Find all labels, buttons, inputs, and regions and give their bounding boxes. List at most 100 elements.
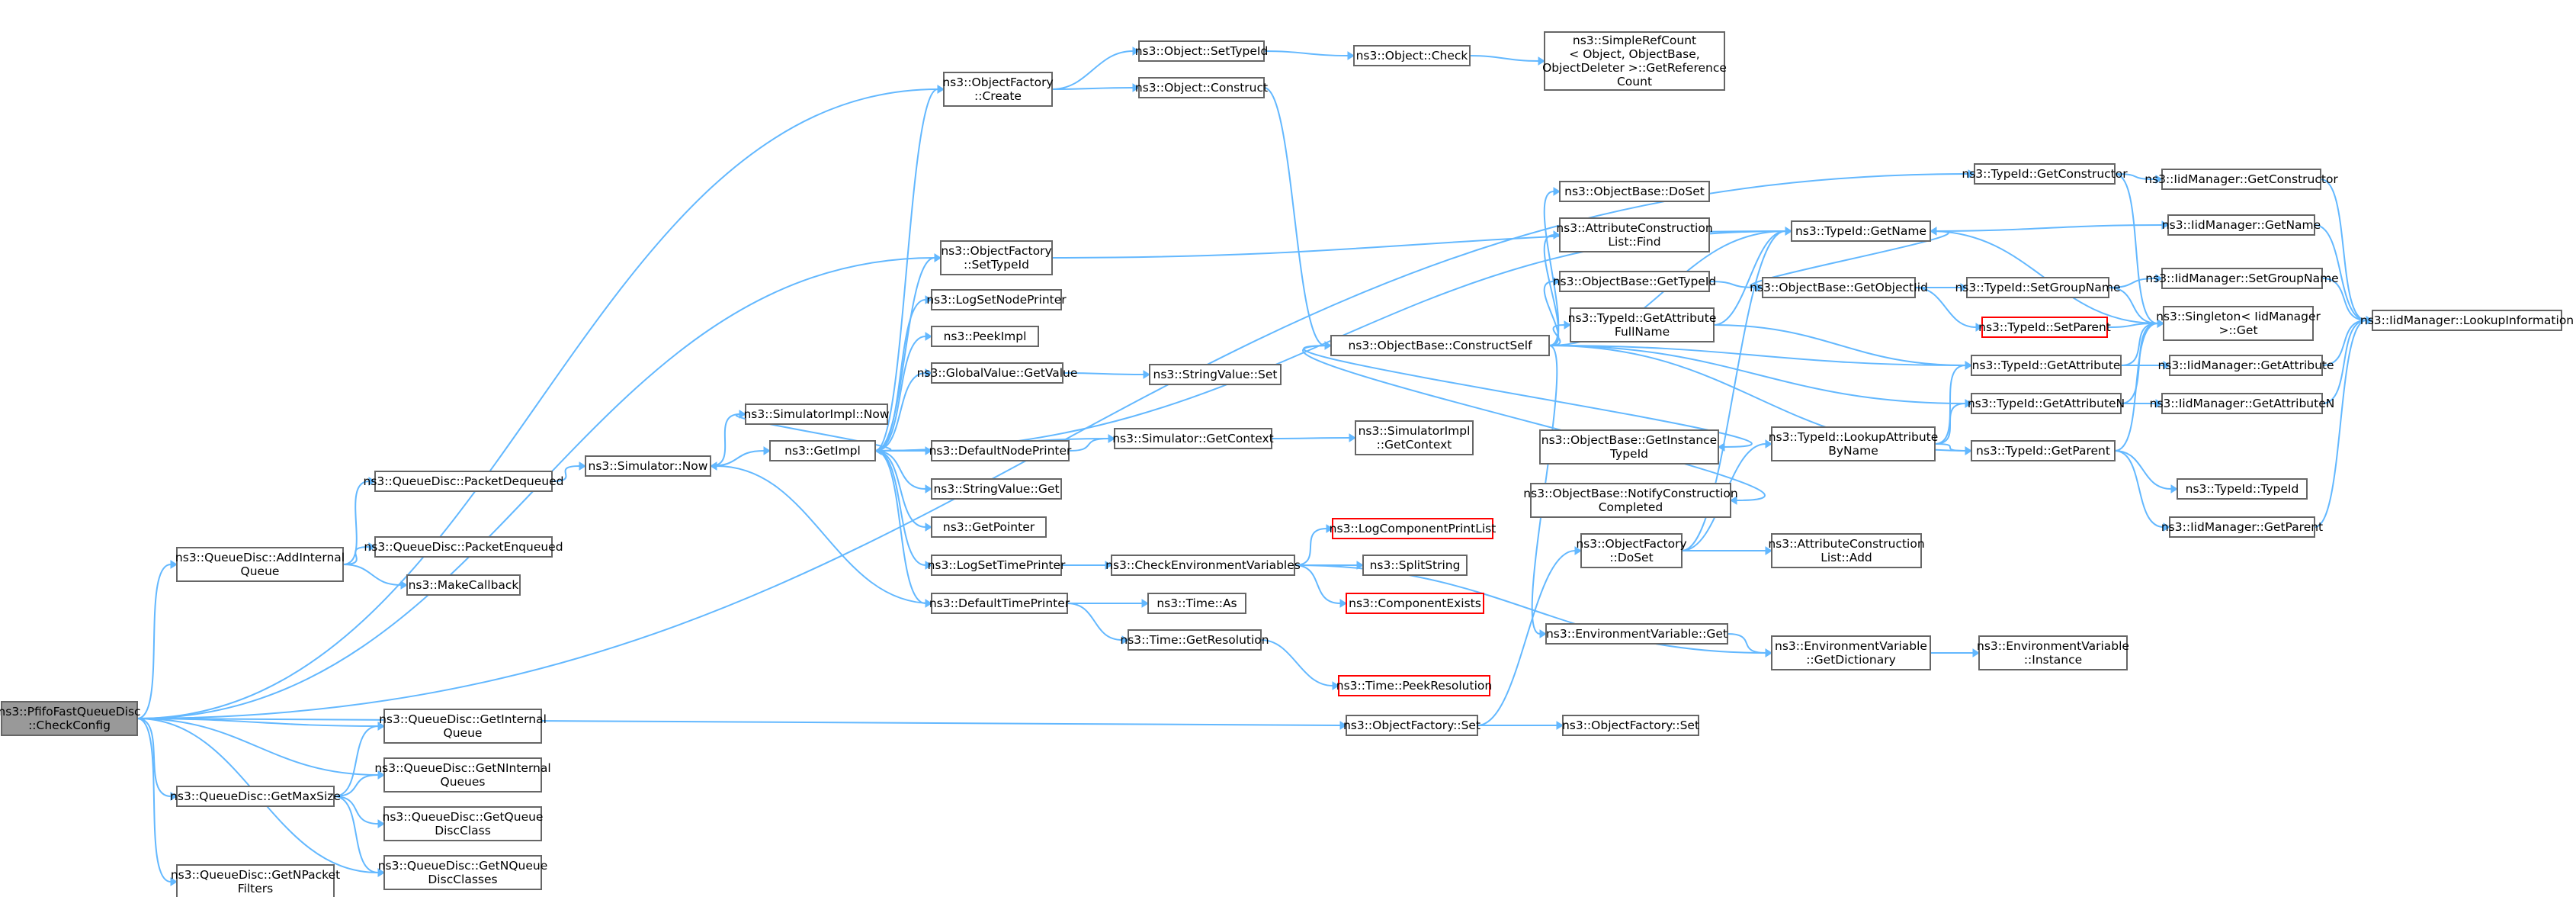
node-ns3-logcomponentprintlist[interactable]: ns3::LogComponentPrintList	[1330, 518, 1497, 539]
node-ns3-iidmanager-getattribute[interactable]: ns3::IidManager::GetAttribute	[2157, 355, 2334, 376]
node-ns3-typeid-setgroupname[interactable]: ns3::TypeId::SetGroupName	[1955, 277, 2121, 298]
node-ns3-objectbase-getobjectiid[interactable]: ns3::ObjectBase::GetObjectIid	[1750, 277, 1928, 298]
node-ns3-peekimpl[interactable]: ns3::PeekImpl	[931, 326, 1039, 347]
node-ns3-objectbase-gettypeid[interactable]: ns3::ObjectBase::GetTypeId	[1553, 271, 1717, 292]
node-ns3-objectfactory-set[interactable]: ns3::ObjectFactory::Set	[1562, 715, 1699, 736]
node-ns3-componentexists[interactable]: ns3::ComponentExists	[1346, 593, 1484, 614]
node-ns3-defaulttimeprinter[interactable]: ns3::DefaultTimePrinter	[929, 593, 1070, 614]
node-ns3-object-check[interactable]: ns3::Object::Check	[1353, 45, 1471, 66]
edge-n6-to-n13	[1543, 234, 1560, 346]
node-box	[1539, 429, 1719, 465]
node-ns3-simulatorimpl-now[interactable]: ns3::SimulatorImpl::Now	[743, 403, 890, 425]
node-ns3-queuedisc-packetdequeued[interactable]: ns3::QueueDisc::PacketDequeued	[364, 471, 564, 492]
node-ns3-getpointer[interactable]: ns3::GetPointer	[931, 516, 1047, 538]
node-ns3-objectbase-constructself[interactable]: ns3::ObjectBase::ConstructSelf	[1330, 335, 1550, 356]
arrowhead-n10-to-n11	[2161, 220, 2169, 230]
edge-n66-to-n64	[333, 725, 379, 797]
edge-n1-to-n3	[1051, 87, 1134, 90]
edge-n6-to-n24	[1548, 345, 1966, 404]
edge-n15-to-n10	[1750, 230, 1949, 288]
arrowhead-n49-to-n50	[1765, 439, 1772, 448]
node-ns3-queuedisc-getmaxsize[interactable]: ns3::QueueDisc::GetMaxSize	[170, 786, 341, 807]
node-ns3-typeid-getname[interactable]: ns3::TypeId::GetName	[1791, 220, 1931, 242]
node-label-line: Completed	[1599, 500, 1663, 514]
node-ns3-time-getresolution[interactable]: ns3::Time::GetResolution	[1120, 629, 1269, 651]
node-ns3-time-as[interactable]: ns3::Time::As	[1147, 593, 1246, 614]
node-ns3-iidmanager-getconstructor[interactable]: ns3::IidManager::GetConstructor	[2145, 169, 2338, 190]
node-ns3-pfifofastqueuedisc-checkconfig[interactable]: ns3::PfifoFastQueueDisc::CheckConfig	[0, 701, 141, 736]
node-ns3-objectbase-doset[interactable]: ns3::ObjectBase::DoSet	[1559, 181, 1710, 202]
edge-n2-to-n4	[1263, 50, 1349, 56]
node-ns3-simplerefcount-object-objectbase-objectdeleter-getreference-count[interactable]: ns3::SimpleRefCount< Object, ObjectBase,…	[1542, 31, 1727, 91]
node-ns3-singleton-iidmanager-get[interactable]: ns3::Singleton< IidManager>::Get	[2156, 306, 2321, 341]
node-ns3-splitstring[interactable]: ns3::SplitString	[1362, 555, 1468, 576]
node-ns3-makecallback[interactable]: ns3::MakeCallback	[406, 574, 521, 596]
node-ns3-simulator-now[interactable]: ns3::Simulator::Now	[585, 455, 711, 477]
node-ns3-iidmanager-lookupinformation[interactable]: ns3::IidManager::LookupInformation	[2360, 310, 2574, 331]
node-ns3-environmentvariable-instance[interactable]: ns3::EnvironmentVariable::Instance	[1977, 635, 2129, 670]
node-ns3-typeid-getparent[interactable]: ns3::TypeId::GetParent	[1971, 440, 2116, 461]
arrowhead-n60-to-n31	[579, 461, 586, 471]
node-ns3-stringvalue-set[interactable]: ns3::StringValue::Set	[1149, 364, 1282, 385]
node-ns3-objectfactory-doset[interactable]: ns3::ObjectFactory::DoSet	[1576, 533, 1687, 568]
arrowhead-n31-to-n32	[763, 446, 771, 455]
node-ns3-objectfactory-set[interactable]: ns3::ObjectFactory::Set	[1343, 715, 1480, 736]
node-ns3-iidmanager-getattributen[interactable]: ns3::IidManager::GetAttributeN	[2150, 393, 2335, 414]
node-ns3-objectfactory-settypeid[interactable]: ns3::ObjectFactory::SetTypeId	[940, 240, 1053, 275]
arrowhead-n22-to-n23	[2163, 361, 2170, 370]
node-ns3-object-settypeid[interactable]: ns3::Object::SetTypeId	[1135, 40, 1269, 62]
edge-n0-to-n66	[136, 718, 172, 797]
node-ns3-iidmanager-getname[interactable]: ns3::IidManager::GetName	[2162, 214, 2321, 236]
node-ns3-typeid-getconstructor[interactable]: ns3::TypeId::GetConstructor	[1962, 163, 2128, 185]
node-ns3-simulator-getcontext[interactable]: ns3::Simulator::GetContext	[1112, 428, 1274, 449]
node-ns3-objectfactory-create[interactable]: ns3::ObjectFactory::Create	[942, 72, 1054, 107]
node-box	[931, 362, 1063, 384]
edge-n66-to-n68	[333, 796, 379, 873]
node-box	[383, 806, 542, 841]
node-ns3-iidmanager-setgroupname[interactable]: ns3::IidManager::SetGroupName	[2145, 268, 2339, 289]
edge-n0-to-n1	[136, 88, 938, 719]
node-ns3-queuedisc-packetenqueued[interactable]: ns3::QueueDisc::PacketEnqueued	[364, 536, 563, 558]
node-ns3-stringvalue-get[interactable]: ns3::StringValue::Get	[931, 478, 1062, 500]
node-ns3-simulatorimpl-getcontext[interactable]: ns3::SimulatorImpl::GetContext	[1355, 420, 1474, 455]
node-box	[1544, 31, 1725, 91]
node-ns3-checkenvironmentvariables[interactable]: ns3::CheckEnvironmentVariables	[1105, 555, 1301, 576]
arrowhead-n43-to-n45	[1121, 635, 1129, 645]
node-ns3-object-construct[interactable]: ns3::Object::Construct	[1135, 77, 1268, 98]
node-ns3-globalvalue-getvalue[interactable]: ns3::GlobalValue::GetValue	[917, 362, 1078, 384]
node-ns3-objectbase-notifyconstruction-completed[interactable]: ns3::ObjectBase::NotifyConstructionCompl…	[1523, 483, 1738, 518]
arrowhead-n34-to-n35	[1349, 433, 1356, 442]
node-ns3-environmentvariable-getdictionary[interactable]: ns3::EnvironmentVariable::GetDictionary	[1771, 635, 1931, 670]
node-box	[1559, 271, 1710, 292]
node-ns3-logsettimeprinter[interactable]: ns3::LogSetTimePrinter	[928, 555, 1066, 576]
node-ns3-getimpl[interactable]: ns3::GetImpl	[769, 440, 876, 461]
arrowhead-n61-to-n60	[368, 477, 376, 486]
edge-n0-to-n69	[136, 718, 172, 883]
node-label-line: ns3::PeekImpl	[944, 330, 1027, 343]
node-ns3-typeid-setparent[interactable]: ns3::TypeId::SetParent	[1978, 317, 2111, 338]
node-ns3-defaultnodeprinter[interactable]: ns3::DefaultNodePrinter	[929, 440, 1072, 461]
node-label-line: ns3::IidManager::GetParent	[2161, 520, 2323, 534]
node-label-line: Queue	[444, 726, 483, 740]
node-ns3-typeid-typeid[interactable]: ns3::TypeId::TypeId	[2177, 478, 2308, 500]
node-ns3-iidmanager-getparent[interactable]: ns3::IidManager::GetParent	[2161, 516, 2323, 538]
node-ns3-environmentvariable-get[interactable]: ns3::EnvironmentVariable::Get	[1545, 623, 1728, 645]
arrowhead-n0-to-n66	[170, 792, 178, 801]
node-ns3-typeid-getattributen[interactable]: ns3::TypeId::GetAttributeN	[1968, 393, 2125, 414]
node-ns3-logsetnodeprinter[interactable]: ns3::LogSetNodePrinter	[926, 289, 1067, 310]
node-ns3-time-peekresolution[interactable]: ns3::Time::PeekResolution	[1336, 675, 1492, 696]
node-ns3-typeid-getattribute[interactable]: ns3::TypeId::GetAttribute	[1971, 355, 2122, 376]
node-label-line: ns3::EnvironmentVariable	[1977, 639, 2129, 653]
arrowhead-n58-to-n49	[1574, 546, 1582, 555]
